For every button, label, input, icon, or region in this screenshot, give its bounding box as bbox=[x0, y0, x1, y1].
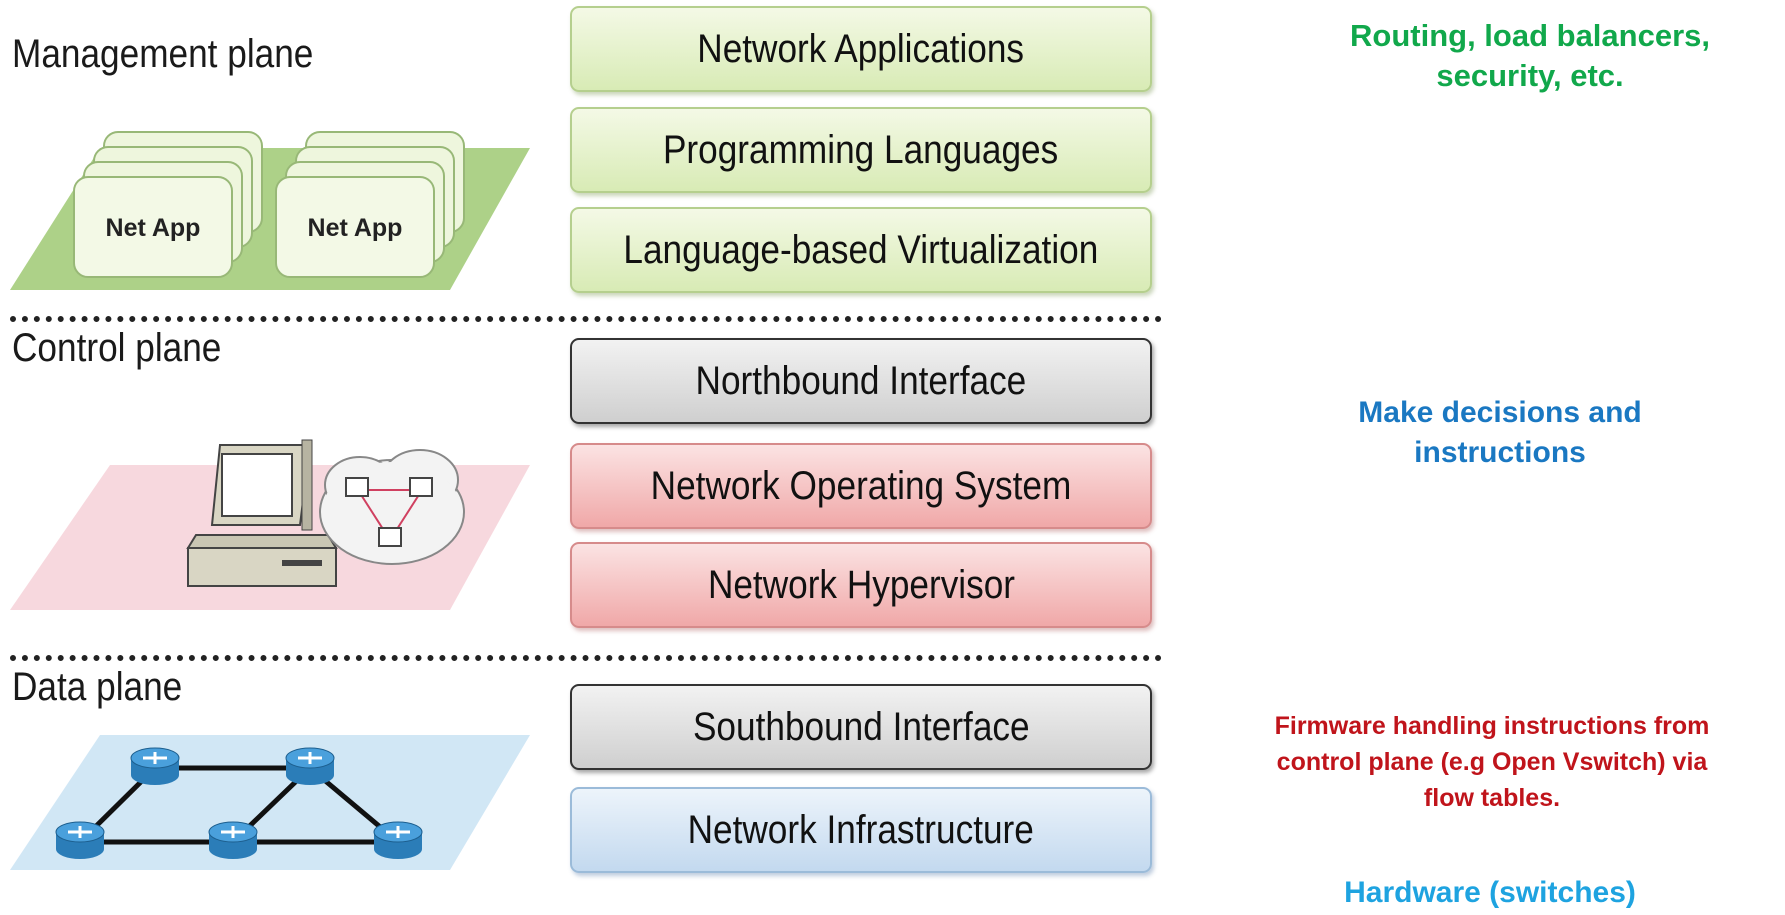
layer-network-infrastructure: Network Infrastructure bbox=[570, 787, 1152, 873]
layer-label: Network Operating System bbox=[650, 463, 1072, 508]
layer-northbound-interface: Northbound Interface bbox=[570, 338, 1152, 424]
layer-southbound-interface: Southbound Interface bbox=[570, 684, 1152, 770]
hardware-note: Hardware (switches) bbox=[1344, 876, 1636, 909]
router-icon-5 bbox=[373, 821, 423, 859]
layer-network-hypervisor: Network Hypervisor bbox=[570, 542, 1152, 628]
net-app-stack-2 bbox=[275, 131, 465, 278]
layer-label: Language-based Virtualization bbox=[623, 227, 1099, 272]
control-note: Make decisions and instructions bbox=[1358, 396, 1642, 469]
router-icon-4 bbox=[208, 821, 258, 859]
data-plane-label: Data plane bbox=[12, 665, 183, 709]
layer-network-os: Network Operating System bbox=[570, 443, 1152, 529]
router-icon-3 bbox=[55, 821, 105, 859]
layer-label: Northbound Interface bbox=[695, 358, 1027, 403]
layer-programming-languages: Programming Languages bbox=[570, 107, 1152, 193]
router-icon-1 bbox=[130, 747, 180, 785]
net-app-stack-1 bbox=[73, 131, 263, 278]
layer-label: Programming Languages bbox=[663, 127, 1059, 172]
control-plane-label: Control plane bbox=[12, 326, 222, 370]
cloud-network-icon bbox=[319, 449, 465, 565]
net-app-label-1: Net App bbox=[106, 214, 201, 242]
router-icon-2 bbox=[285, 747, 335, 785]
separator-control-data bbox=[10, 655, 1162, 661]
layer-label: Network Applications bbox=[697, 26, 1025, 71]
router-icons bbox=[55, 747, 423, 859]
layer-label: Network Infrastructure bbox=[687, 807, 1035, 852]
net-app-label-2: Net App bbox=[308, 214, 403, 242]
computer-icon bbox=[186, 439, 338, 587]
layer-language-virtualization: Language-based Virtualization bbox=[570, 207, 1152, 293]
management-note: Routing, load balancers, security, etc. bbox=[1350, 18, 1710, 93]
management-plane-label: Management plane bbox=[12, 32, 314, 76]
data-note: Firmware handling instructions from cont… bbox=[1274, 712, 1710, 812]
layer-label: Network Hypervisor bbox=[707, 562, 1015, 607]
layer-network-applications: Network Applications bbox=[570, 6, 1152, 92]
layer-label: Southbound Interface bbox=[692, 704, 1030, 749]
separator-management-control bbox=[10, 316, 1162, 322]
